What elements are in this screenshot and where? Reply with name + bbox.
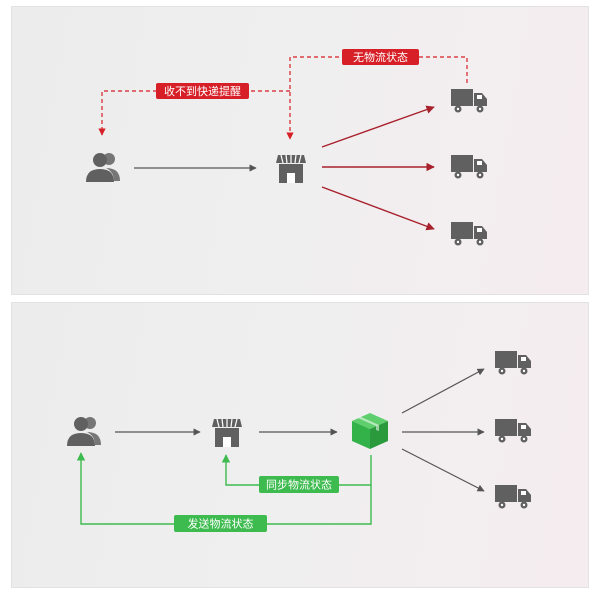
shop-to-truck-3-arrow [321, 186, 435, 231]
svg-text:收不到快递提醒: 收不到快递提醒 [164, 84, 241, 98]
svg-text:同步物流状态: 同步物流状态 [266, 478, 332, 492]
svg-text:无物流状态: 无物流状态 [353, 50, 408, 64]
truck-icon [495, 485, 531, 509]
package-box-icon [352, 413, 388, 449]
truck-icon [495, 351, 531, 375]
truck-icon [451, 155, 487, 179]
send-logistics-label: 发送物流状态 [174, 515, 267, 532]
bottom-diagram: 同步物流状态 发送物流状态 [67, 351, 531, 532]
sync-logistics-label: 同步物流状态 [259, 476, 339, 493]
no-logistics-label: 无物流状态 [342, 49, 419, 65]
top-panel: 收不到快递提醒 无物流状态 [11, 6, 589, 295]
shop-to-truck-1-arrow [321, 105, 435, 148]
user-icon [86, 153, 120, 182]
box-to-truck-3-arrow [401, 448, 485, 492]
truck-icon [451, 222, 487, 246]
user-icon [67, 417, 101, 446]
no-reminder-dashed-line [98, 90, 290, 136]
no-reminder-label: 收不到快递提醒 [156, 83, 249, 99]
truck-icon [495, 419, 531, 443]
box-to-truck-1-arrow [401, 368, 485, 414]
top-diagram: 收不到快递提醒 无物流状态 [86, 49, 487, 246]
truck-icon [451, 89, 487, 113]
bottom-panel: 同步物流状态 发送物流状态 [11, 302, 589, 588]
shop-icon [212, 418, 242, 447]
svg-text:发送物流状态: 发送物流状态 [188, 517, 254, 531]
shop-icon [276, 154, 306, 183]
